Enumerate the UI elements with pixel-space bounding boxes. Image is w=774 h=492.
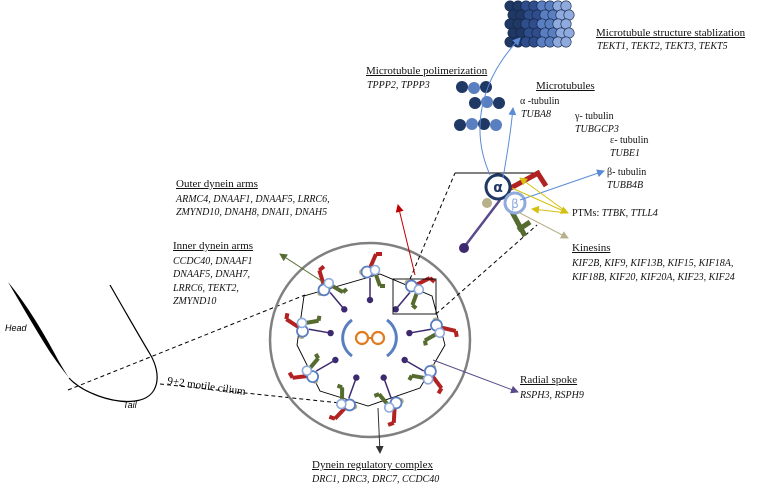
doublet-enlarged: α β — [459, 172, 546, 253]
zoom-line-box-bottom — [436, 225, 537, 314]
inner-dynein-genes-line1: CCDC40, DNAAF1 — [173, 256, 252, 268]
inner-dynein-genes-line4: ZMYND10 — [173, 296, 216, 308]
radial-spoke — [393, 293, 410, 313]
radial-spoke — [330, 293, 347, 313]
axoneme-cross-section — [270, 243, 470, 437]
tubulin-dimer — [561, 37, 571, 47]
radial-spoke — [309, 329, 334, 336]
beta-symbol: β — [511, 197, 519, 211]
outer-dynein-title: Outer dynein arms — [176, 178, 258, 190]
head-label: Head — [5, 323, 28, 333]
spoke-head — [327, 330, 333, 336]
b-tubule — [385, 403, 394, 412]
kinesins-genes-line1: KIF2B, KIF9, KIF13B, KIF15, KIF18A, — [572, 258, 733, 270]
kinesins-genes-line2: KIF18B, KIF20, KIF20A, KIF23, KIF24 — [572, 272, 735, 284]
b-tubule — [324, 279, 333, 288]
arrow-drc — [378, 408, 380, 453]
radial-spoke-head — [459, 243, 469, 253]
b-tubule — [371, 266, 380, 275]
doublet-1 — [359, 254, 385, 286]
tan-dot — [482, 198, 492, 208]
spoke-head — [367, 297, 373, 303]
radial-spoke-title: Radial spoke — [520, 374, 577, 386]
b-tubule — [302, 366, 311, 375]
central-pair — [343, 320, 397, 356]
b-tubule — [435, 328, 444, 337]
tail-label: Tail — [123, 400, 138, 410]
microtubules-title: Microtubules — [536, 80, 595, 92]
doublet-3 — [425, 317, 457, 345]
b-tubule — [424, 375, 433, 384]
spoke-head — [353, 374, 359, 380]
outer-dynein-arm — [335, 408, 345, 419]
doublet-6 — [329, 386, 357, 419]
stabilization-title: Microtubule structure stablization — [596, 27, 745, 39]
arrow-radial-spoke — [433, 360, 518, 392]
epsilon-tubulin-gene: TUBE1 — [610, 148, 640, 160]
kinesins-title: Kinesins — [572, 242, 611, 254]
spoke-head — [406, 330, 412, 336]
spoke-head — [380, 374, 386, 380]
beta-tubulin-name: β- tubulin — [607, 167, 646, 178]
tubulin-polymer — [454, 81, 505, 131]
central-microtubule-left — [356, 332, 368, 344]
radial-spoke — [401, 357, 423, 371]
drc-title: Dynein regulatory complex — [312, 459, 433, 471]
microtubule-cylinder — [505, 1, 574, 47]
inner-dynein-title: Inner dynein arms — [173, 240, 253, 252]
arrow-tubulins — [503, 108, 513, 178]
polymerization-genes: TPPP2, TPPP3 — [367, 80, 430, 92]
epsilon-tubulin-name: ε- tubulin — [610, 135, 648, 146]
arrow-outer-dynein — [398, 205, 415, 275]
radial-spoke — [349, 374, 360, 398]
alpha-tubulin-name: α -tubulin — [520, 96, 559, 107]
radial-spoke-genes: RSPH3, RSPH9 — [520, 390, 584, 402]
b-tubule — [297, 318, 306, 327]
gamma-tubulin-name: γ- tubulin — [575, 111, 614, 122]
spoke-head — [341, 306, 347, 312]
outer-dynein-arm — [319, 270, 323, 285]
cilium-label: 9+2 motile cilium — [167, 375, 247, 398]
outer-dynein-arm — [293, 376, 308, 378]
radial-spoke — [406, 329, 431, 336]
outer-dynein-genes-line2: ZMYND10, DNAH8, DNAI1, DNAH5 — [176, 207, 327, 219]
inner-dynein-genes-line3: LRRC6, TEKT2, — [173, 283, 239, 295]
ptms-label: PTMs: — [572, 208, 599, 219]
b-tubule — [414, 285, 423, 294]
radial-spoke — [367, 278, 373, 303]
spoke-head — [401, 357, 407, 363]
radial-spoke — [316, 357, 338, 371]
ptms-genes: TTBK, TTLL4 — [602, 208, 658, 219]
alpha-tubulin-gene: TUBA8 — [521, 109, 551, 121]
central-microtubule-right — [372, 332, 384, 344]
outer-dynein-genes-line1: ARMC4, DNAAF1, DNAAF5, LRRC6, — [176, 194, 330, 206]
doublet-8 — [286, 313, 319, 339]
spoke-head — [332, 357, 338, 363]
sperm-illustration — [8, 282, 157, 401]
drc-genes: DRC1, DRC3, DRC7, CCDC40 — [312, 474, 439, 486]
b-tubule — [337, 400, 346, 409]
outer-dynein-arm — [432, 376, 441, 388]
beta-tubulin-gene: TUBB4B — [607, 180, 643, 192]
doublet-4 — [409, 364, 441, 393]
polymerization-title: Microtubule polimerization — [366, 65, 487, 77]
ptms-label-row: PTMs: TTBK, TTLL4 — [572, 208, 658, 219]
inner-dynein-genes-line2: DNAAF5, DNAH7, — [173, 269, 250, 281]
spoke-head — [393, 306, 399, 312]
alpha-symbol: α — [493, 180, 503, 196]
stabilization-genes: TEKT1, TEKT2, TEKT3, TEKT5 — [597, 41, 728, 53]
